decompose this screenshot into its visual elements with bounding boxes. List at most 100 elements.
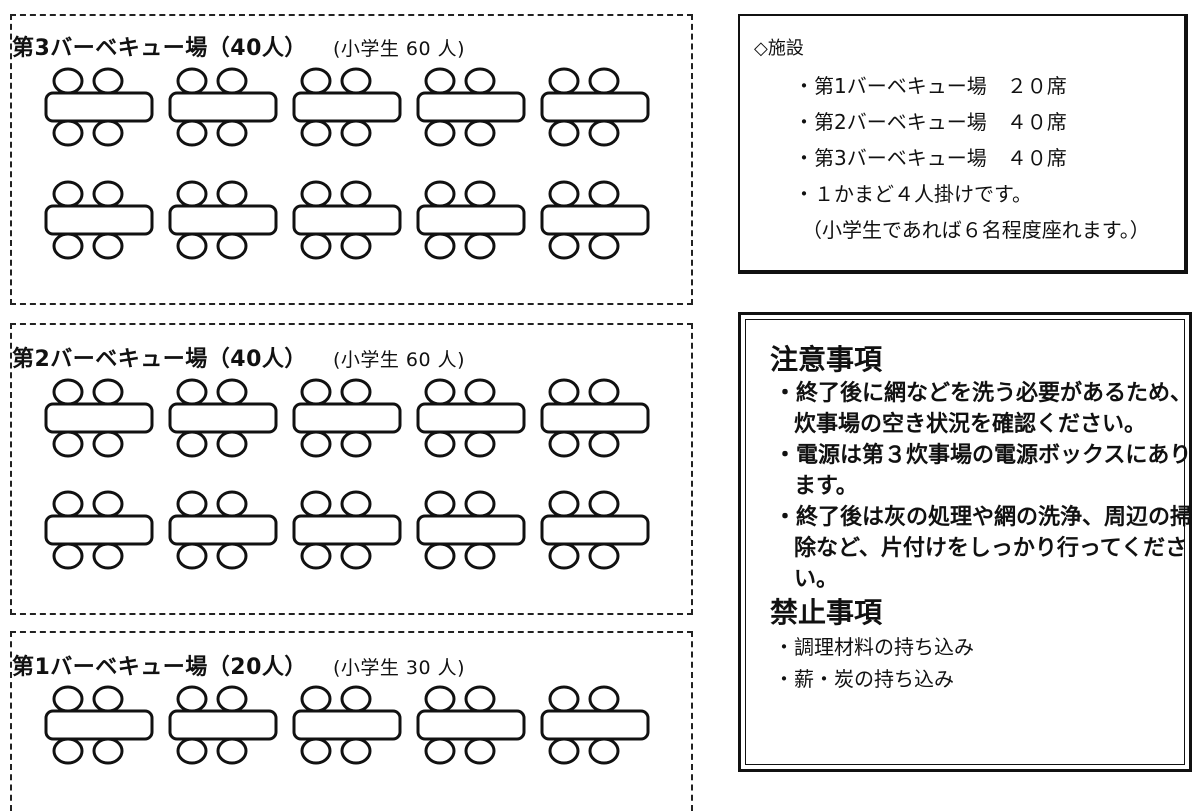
- seat-icon: [340, 542, 372, 570]
- bbq-table-icon: [168, 67, 278, 147]
- seat-icon: [548, 67, 580, 95]
- ban-item: ・薪・炭の持ち込み: [774, 667, 954, 691]
- seat-icon: [548, 180, 580, 208]
- table-row: [42, 66, 662, 148]
- table-icon: [168, 91, 278, 123]
- seat-icon: [588, 180, 620, 208]
- caution-heading: 注意事項: [770, 343, 883, 376]
- table-icon: [540, 402, 650, 434]
- seat-icon: [588, 685, 620, 713]
- seat-icon: [340, 180, 372, 208]
- seat-icon: [588, 490, 620, 518]
- seat-icon: [52, 378, 84, 406]
- seat-icon: [52, 430, 84, 458]
- ban-item: ・調理材料の持ち込み: [774, 635, 974, 659]
- facility-item: ・１かまど４人掛けです。: [794, 182, 1032, 206]
- seat-icon: [548, 430, 580, 458]
- seat-icon: [340, 67, 372, 95]
- area-1-title: 第1バーベキュー場（20人）: [12, 655, 307, 680]
- table-icon: [540, 204, 650, 236]
- seat-icon: [300, 490, 332, 518]
- bbq-table-icon: [292, 685, 402, 765]
- notice-inner: 注意事項 ・終了後に網などを洗う必要があるため、炊事場の空き状況を確認ください。…: [745, 319, 1192, 765]
- table-icon: [292, 709, 402, 741]
- seat-icon: [52, 119, 84, 147]
- seat-icon: [340, 490, 372, 518]
- table-icon: [44, 402, 154, 434]
- seat-icon: [92, 67, 124, 95]
- seat-icon: [424, 119, 456, 147]
- seat-icon: [424, 232, 456, 260]
- table-icon: [44, 709, 154, 741]
- bbq-table-icon: [168, 378, 278, 458]
- seat-icon: [300, 542, 332, 570]
- seat-icon: [548, 490, 580, 518]
- seat-icon: [464, 232, 496, 260]
- seat-icon: [464, 430, 496, 458]
- seat-icon: [340, 685, 372, 713]
- seat-icon: [52, 232, 84, 260]
- seat-icon: [176, 119, 208, 147]
- seat-icon: [92, 685, 124, 713]
- bbq-table-icon: [168, 180, 278, 260]
- seat-icon: [52, 542, 84, 570]
- seat-icon: [424, 685, 456, 713]
- bbq-table-icon: [540, 490, 650, 570]
- area-3-title: 第3バーベキュー場（40人）: [12, 36, 307, 61]
- table-icon: [292, 402, 402, 434]
- seat-icon: [300, 430, 332, 458]
- seat-icon: [464, 490, 496, 518]
- seat-icon: [548, 232, 580, 260]
- seat-icon: [588, 232, 620, 260]
- table-icon: [44, 204, 154, 236]
- table-icon: [168, 204, 278, 236]
- seat-icon: [216, 542, 248, 570]
- seat-icon: [548, 119, 580, 147]
- bbq-table-icon: [540, 378, 650, 458]
- area-2-title: 第2バーベキュー場（40人）: [12, 347, 307, 372]
- table-icon: [292, 514, 402, 546]
- seat-icon: [424, 542, 456, 570]
- tables-svg: [44, 67, 650, 147]
- table-icon: [292, 91, 402, 123]
- seat-icon: [424, 490, 456, 518]
- bbq-table-icon: [540, 685, 650, 765]
- facility-item: ・第3バーベキュー場 ４０席: [794, 146, 1067, 170]
- bbq-table-icon: [416, 685, 526, 765]
- seat-icon: [216, 490, 248, 518]
- caution-item: ・電源は第３炊事場の電源ボックスにあります。: [774, 443, 1192, 499]
- seat-icon: [300, 180, 332, 208]
- seat-icon: [548, 685, 580, 713]
- area-3-heading: 第3バーベキュー場（40人）(小学生 60 人): [12, 30, 465, 62]
- facility-note: （小学生であれば６名程度座れます。）: [802, 218, 1150, 242]
- table-icon: [44, 91, 154, 123]
- facility-title: ◇施設: [754, 38, 804, 59]
- facility-item: ・第2バーベキュー場 ４０席: [794, 110, 1067, 134]
- seat-icon: [464, 67, 496, 95]
- seat-icon: [300, 119, 332, 147]
- seat-icon: [340, 119, 372, 147]
- seat-icon: [176, 378, 208, 406]
- seat-icon: [300, 685, 332, 713]
- seat-icon: [588, 430, 620, 458]
- seat-icon: [464, 737, 496, 765]
- table-icon: [44, 514, 154, 546]
- area-1-note: (小学生 30 人): [332, 657, 466, 679]
- bbq-area-1: 第1バーベキュー場（20人） (小学生 30 人): [10, 631, 693, 811]
- ban-heading: 禁止事項: [770, 596, 883, 629]
- seat-icon: [52, 490, 84, 518]
- seat-icon: [548, 542, 580, 570]
- bbq-table-icon: [416, 180, 526, 260]
- seat-icon: [52, 180, 84, 208]
- seat-icon: [216, 685, 248, 713]
- seat-icon: [92, 490, 124, 518]
- seat-icon: [300, 67, 332, 95]
- seat-icon: [92, 542, 124, 570]
- bbq-table-icon: [44, 378, 154, 458]
- seat-icon: [588, 67, 620, 95]
- seat-icon: [424, 737, 456, 765]
- bbq-table-icon: [540, 67, 650, 147]
- bbq-table-icon: [416, 378, 526, 458]
- notice-box: 注意事項 ・終了後に網などを洗う必要があるため、炊事場の空き状況を確認ください。…: [738, 312, 1192, 772]
- seat-icon: [92, 378, 124, 406]
